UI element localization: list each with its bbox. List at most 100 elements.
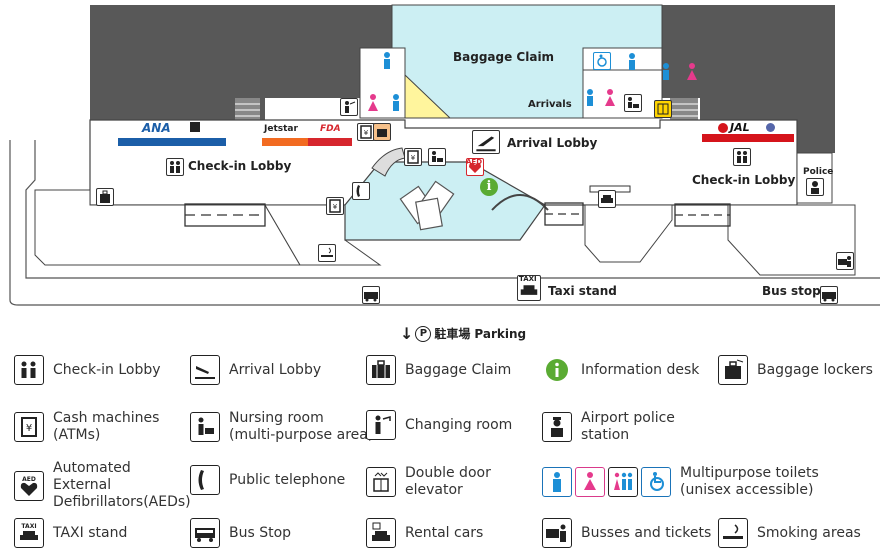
wing-right-a: [584, 204, 673, 263]
legend-label-line: Cash machines: [53, 410, 160, 426]
arrival-gate-arch: [491, 194, 549, 211]
building-right: [662, 5, 835, 153]
information-desk-icon[interactable]: i: [480, 178, 498, 196]
elevator-icon: [654, 100, 672, 118]
legend-label-line: Nursing room: [229, 410, 324, 426]
legend-label-line: Defibrillators(AEDs): [53, 494, 191, 510]
legend-item-nursing: Nursing room(multi-purpose area): [190, 410, 373, 444]
legend-label-line: Airport police: [581, 410, 675, 426]
svg-text:¥: ¥: [333, 203, 338, 211]
jal-logo: JAL: [730, 121, 750, 134]
legend-label-line: Baggage Claim: [405, 361, 512, 378]
legend-label-line: TAXI stand: [53, 524, 128, 541]
arrival-lobby-label: Arrival Lobby: [507, 136, 598, 150]
jal-crane-icon: [718, 123, 728, 133]
bus-stop-icon-right: [820, 286, 838, 304]
elevator-icon: [366, 467, 396, 497]
legend-label: Baggage Claim: [405, 362, 511, 379]
arrow-down-icon: ↓: [400, 324, 414, 343]
legend-label: Cash machines(ATMs): [53, 410, 159, 444]
oneworld-icon: [766, 123, 775, 132]
legend-label-line: Automated: [53, 460, 131, 476]
bus-stop-icon: [362, 286, 380, 304]
legend-label-line: Bus Stop: [229, 524, 292, 541]
arrivals-label: Arrivals: [528, 99, 572, 110]
jal-counter: [702, 134, 794, 142]
roadway-outline: [9, 140, 880, 306]
parking-marker[interactable]: ↓ P 駐車場 Parking: [400, 324, 526, 343]
changing-room-icon: [366, 410, 396, 440]
building-left: [90, 5, 392, 120]
legend-label-line: Public telephone: [229, 471, 346, 488]
floor-map: [9, 4, 880, 306]
legend-label: Information desk: [581, 362, 699, 379]
changing-room-icon: [340, 98, 358, 116]
nursing-room-icon: [428, 148, 446, 166]
legend-label-line: Changing room: [405, 416, 513, 433]
checkin-lobby-icon-right: [733, 148, 751, 166]
baggage-claim-icon: [366, 355, 396, 385]
legend-label: Baggage lockers: [757, 362, 873, 379]
legend-label-line: External: [53, 477, 112, 493]
legend-label-line: station: [581, 427, 630, 443]
taxi-stand-icon: TAXI: [14, 518, 44, 548]
checkin-lobby-right-label: Check-in Lobby: [692, 173, 796, 187]
cash-machine-icon-3: ¥: [357, 123, 375, 141]
taxi-badge: TAXI: [519, 275, 537, 283]
taxi-stand-icon: [517, 275, 541, 301]
arrival-lobby-icon: [472, 130, 500, 154]
legend-item-taxi: TAXI TAXI stand: [14, 518, 127, 548]
rental-cars-icon: [598, 190, 616, 208]
taxi-stand-label: Taxi stand: [548, 284, 617, 298]
legend-item-info: Information desk: [542, 355, 699, 385]
checkin-lobby-left-label: Check-in Lobby: [188, 159, 292, 173]
legend-label: Smoking areas: [757, 525, 861, 542]
legend-label: Rental cars: [405, 525, 483, 542]
legend-label-line: Multipurpose toilets: [680, 465, 819, 481]
legend-label: Check-in Lobby: [53, 362, 161, 379]
legend-label: Nursing room(multi-purpose area): [229, 410, 373, 444]
public-telephone-icon: [352, 182, 370, 200]
jetstar-logo: Jetstar: [264, 124, 298, 134]
legend-label-line: Smoking areas: [757, 524, 861, 541]
fda-counter: [308, 138, 352, 146]
bus-stop-label: Bus stop: [762, 284, 821, 298]
legend-item-rental: Rental cars: [366, 518, 483, 548]
ana-logo: ANA: [142, 121, 171, 135]
legend-label-line: Baggage lockers: [757, 361, 873, 378]
legend-item-bus: Bus Stop: [190, 518, 291, 548]
fda-logo: FDA: [320, 124, 341, 134]
curb-outline: [25, 140, 880, 279]
cash-machine-icon: ¥: [14, 412, 44, 442]
airport-police-icon: [542, 412, 572, 442]
checkin-lobby-icon: [166, 158, 184, 176]
arrival-lobby-icon: [190, 355, 220, 385]
baggage-lockers-icon-2: [373, 123, 391, 141]
legend-label-line: (ATMs): [53, 427, 101, 443]
aed-icon: AED: [14, 470, 44, 501]
cash-machine-icon: ¥: [326, 197, 344, 215]
legend-item-smoking: Smoking areas: [718, 518, 861, 548]
svg-text:¥: ¥: [364, 129, 369, 137]
multipurpose-toilets-icon: [542, 467, 671, 497]
legend-label: Bus Stop: [229, 525, 291, 542]
nursing-room-icon: [190, 412, 220, 442]
legend-label-line: (multi-purpose area): [229, 427, 374, 443]
legend-item-tickets: Busses and tickets: [542, 518, 711, 548]
legend-label: TAXI stand: [53, 525, 127, 542]
legend-label-line: (unisex accessible): [680, 482, 814, 498]
legend-item-checkin: Check-in Lobby: [14, 355, 161, 385]
jetstar-counter: [262, 138, 308, 146]
rental-cars-icon: [366, 518, 396, 548]
wheelchair-icon: [593, 52, 611, 70]
cash-machine-icon-2: ¥: [404, 148, 422, 166]
baggage-lockers-icon: [96, 188, 114, 206]
police-label: Police: [803, 167, 834, 177]
legend-label-line: Information desk: [581, 361, 700, 378]
atrium-sculpture: [399, 180, 455, 231]
public-telephone-icon: [190, 465, 220, 495]
airport-police-icon: [806, 178, 824, 196]
legend-label-line: Check-in Lobby: [53, 361, 161, 378]
legend-label-line: Rental cars: [405, 524, 484, 541]
